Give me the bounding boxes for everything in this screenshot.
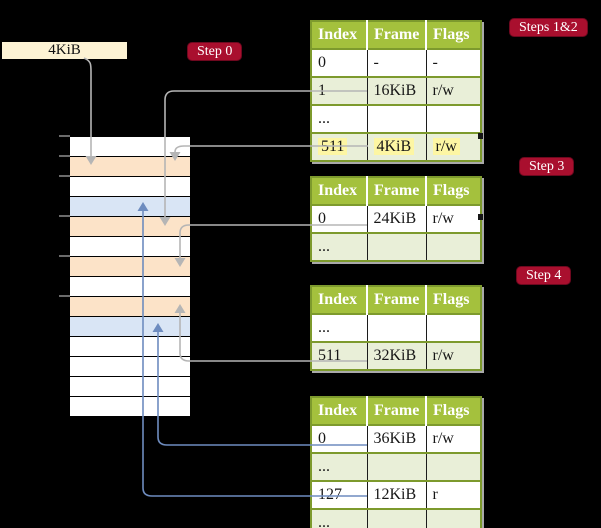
table-cell: 24KiB [366, 204, 426, 233]
table-cell: - [425, 48, 481, 77]
table-cell: 32KiB [366, 341, 426, 370]
column-header: Frame [366, 21, 426, 49]
table-row: ... [311, 508, 481, 528]
badge-step-0: Step 0 [187, 42, 243, 61]
memory-frame-row [70, 237, 190, 257]
table-row: ... [311, 452, 481, 481]
column-header: Frame [366, 397, 426, 425]
memory-frame-row [70, 197, 190, 217]
table-cell [366, 313, 426, 342]
table-cell: ... [311, 508, 367, 528]
table-row: ... [311, 232, 481, 261]
table-cell: r/w [425, 132, 481, 161]
table-row: ... [311, 104, 481, 133]
table-cell [425, 313, 481, 342]
memory-frame-row [70, 297, 190, 317]
table-cell: 0 [311, 424, 367, 453]
memory-frame-row [70, 377, 190, 397]
page-size-label: 4KiB [2, 42, 127, 59]
table-cell [425, 232, 481, 261]
column-header: Index [311, 397, 367, 425]
memory-frame-row [70, 217, 190, 237]
highlighted-value: 511 [318, 138, 348, 155]
badge-steps-1-2: Steps 1&2 [509, 18, 588, 37]
column-header: Flags [425, 177, 481, 205]
table-cell: 36KiB [366, 424, 426, 453]
highlighted-value: r/w [432, 138, 460, 155]
column-header: Index [311, 21, 367, 49]
table-cell [366, 232, 426, 261]
memory-frame-row [70, 277, 190, 297]
column-header: Flags [425, 286, 481, 314]
column-header: Flags [425, 397, 481, 425]
memory-frame-row [70, 177, 190, 197]
table-cell: 1 [311, 76, 367, 105]
column-header: Index [311, 177, 367, 205]
connector-stub [478, 133, 483, 139]
table-cell: 16KiB [366, 76, 426, 105]
table-cell [425, 508, 481, 528]
badge-step-3: Step 3 [519, 157, 575, 176]
highlighted-value: 4KiB [373, 138, 415, 155]
column-header: Flags [425, 21, 481, 49]
table-cell: 511 [311, 341, 367, 370]
table-cell: 12KiB [366, 480, 426, 509]
table-row: 0-- [311, 48, 481, 77]
table-cell: 4KiB [366, 132, 426, 161]
table-cell: r/w [425, 424, 481, 453]
column-header: Frame [366, 286, 426, 314]
table-row: ... [311, 313, 481, 342]
table-cell: 127 [311, 480, 367, 509]
memory-frame-row [70, 317, 190, 337]
connector-stub [478, 214, 483, 220]
table-cell: r/w [425, 341, 481, 370]
table-cell: 511 [311, 132, 367, 161]
table-cell [425, 452, 481, 481]
table-cell: 0 [311, 204, 367, 233]
memory-frame-row [70, 337, 190, 357]
memory-frame-row [70, 257, 190, 277]
table-cell: r/w [425, 76, 481, 105]
memory-frame-row [70, 397, 190, 417]
table-cell: ... [311, 104, 367, 133]
table-cell [366, 104, 426, 133]
memory-frame-row [70, 136, 190, 157]
physical-memory-column [70, 136, 190, 417]
memory-frame-row [70, 157, 190, 177]
table-cell [366, 452, 426, 481]
table-cell: ... [311, 232, 367, 261]
column-header: Index [311, 286, 367, 314]
table-cell [366, 508, 426, 528]
table-cell [425, 104, 481, 133]
badge-step-4: Step 4 [516, 266, 572, 285]
column-header: Frame [366, 177, 426, 205]
memory-ticks [59, 135, 70, 297]
table-cell: r [425, 480, 481, 509]
table-row: 511 4KiB r/w [311, 132, 481, 161]
memory-frame-row [70, 357, 190, 377]
table-cell: 0 [311, 48, 367, 77]
table-cell: r/w [425, 204, 481, 233]
table-cell: - [366, 48, 426, 77]
table-cell: ... [311, 313, 367, 342]
table-cell: ... [311, 452, 367, 481]
